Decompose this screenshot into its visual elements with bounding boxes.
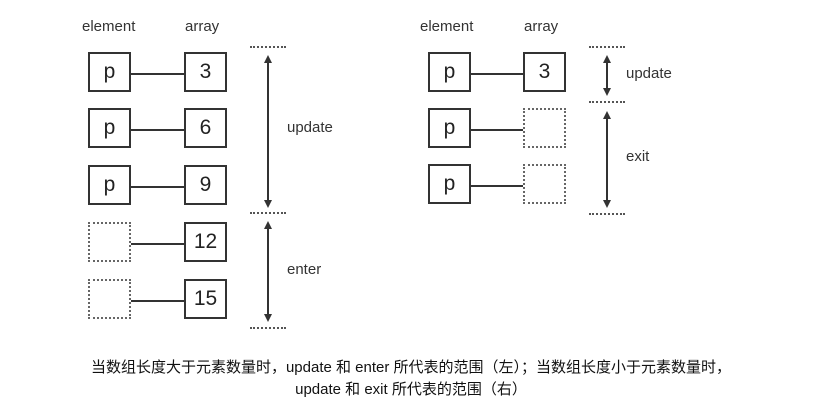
left-enter-arrow-down-icon	[264, 314, 272, 322]
right-element-box-2: p	[428, 108, 471, 148]
left-array-box-1: 3	[184, 52, 227, 92]
left-update-range-line	[267, 62, 269, 202]
left-element-placeholder-4	[88, 222, 131, 262]
right-link-1	[471, 73, 523, 75]
left-link-1	[131, 73, 184, 75]
right-link-3	[471, 185, 523, 187]
left-array-header: array	[185, 18, 220, 35]
left-link-3	[131, 186, 184, 188]
right-array-header: array	[524, 18, 559, 35]
left-array-box-5: 15	[184, 279, 227, 319]
left-array-box-3: 9	[184, 165, 227, 205]
right-range-divider-bottom	[589, 213, 625, 215]
right-array-placeholder-2	[523, 108, 566, 148]
right-range-divider-top	[589, 46, 625, 48]
left-range-divider-bottom	[250, 327, 286, 329]
left-link-2	[131, 129, 184, 131]
right-exit-range-line	[606, 118, 608, 202]
left-update-arrow-up-icon	[264, 55, 272, 63]
left-link-5	[131, 300, 184, 302]
left-array-box-2: 6	[184, 108, 227, 148]
left-update-arrow-down-icon	[264, 200, 272, 208]
left-element-box-1: p	[88, 52, 131, 92]
left-enter-label: enter	[287, 261, 322, 278]
right-array-box-1: 3	[523, 52, 566, 92]
right-element-header: element	[420, 18, 474, 35]
right-array-placeholder-3	[523, 164, 566, 204]
left-element-placeholder-5	[88, 279, 131, 319]
left-enter-arrow-up-icon	[264, 221, 272, 229]
left-element-box-3: p	[88, 165, 131, 205]
right-exit-label: exit	[626, 148, 650, 165]
left-range-divider-top	[250, 46, 286, 48]
right-update-arrow-down-icon	[603, 88, 611, 96]
left-enter-range-line	[267, 228, 269, 316]
right-element-box-1: p	[428, 52, 471, 92]
right-update-range-line	[606, 62, 608, 90]
figure-caption-line-1: 当数组长度大于元素数量时，update 和 enter 所代表的范围（左）；当数…	[90, 359, 732, 376]
right-range-divider-mid	[589, 101, 625, 103]
left-update-label: update	[287, 119, 333, 136]
left-element-header: element	[82, 18, 136, 35]
right-update-label: update	[626, 65, 672, 82]
right-update-arrow-up-icon	[603, 55, 611, 63]
left-element-box-2: p	[88, 108, 131, 148]
right-exit-arrow-up-icon	[603, 111, 611, 119]
left-range-divider-mid	[250, 212, 286, 214]
right-exit-arrow-down-icon	[603, 200, 611, 208]
figure-caption-line-2: update 和 exit 所代表的范围（右）	[295, 381, 527, 398]
left-link-4	[131, 243, 184, 245]
right-link-2	[471, 129, 523, 131]
left-array-box-4: 12	[184, 222, 227, 262]
right-element-box-3: p	[428, 164, 471, 204]
